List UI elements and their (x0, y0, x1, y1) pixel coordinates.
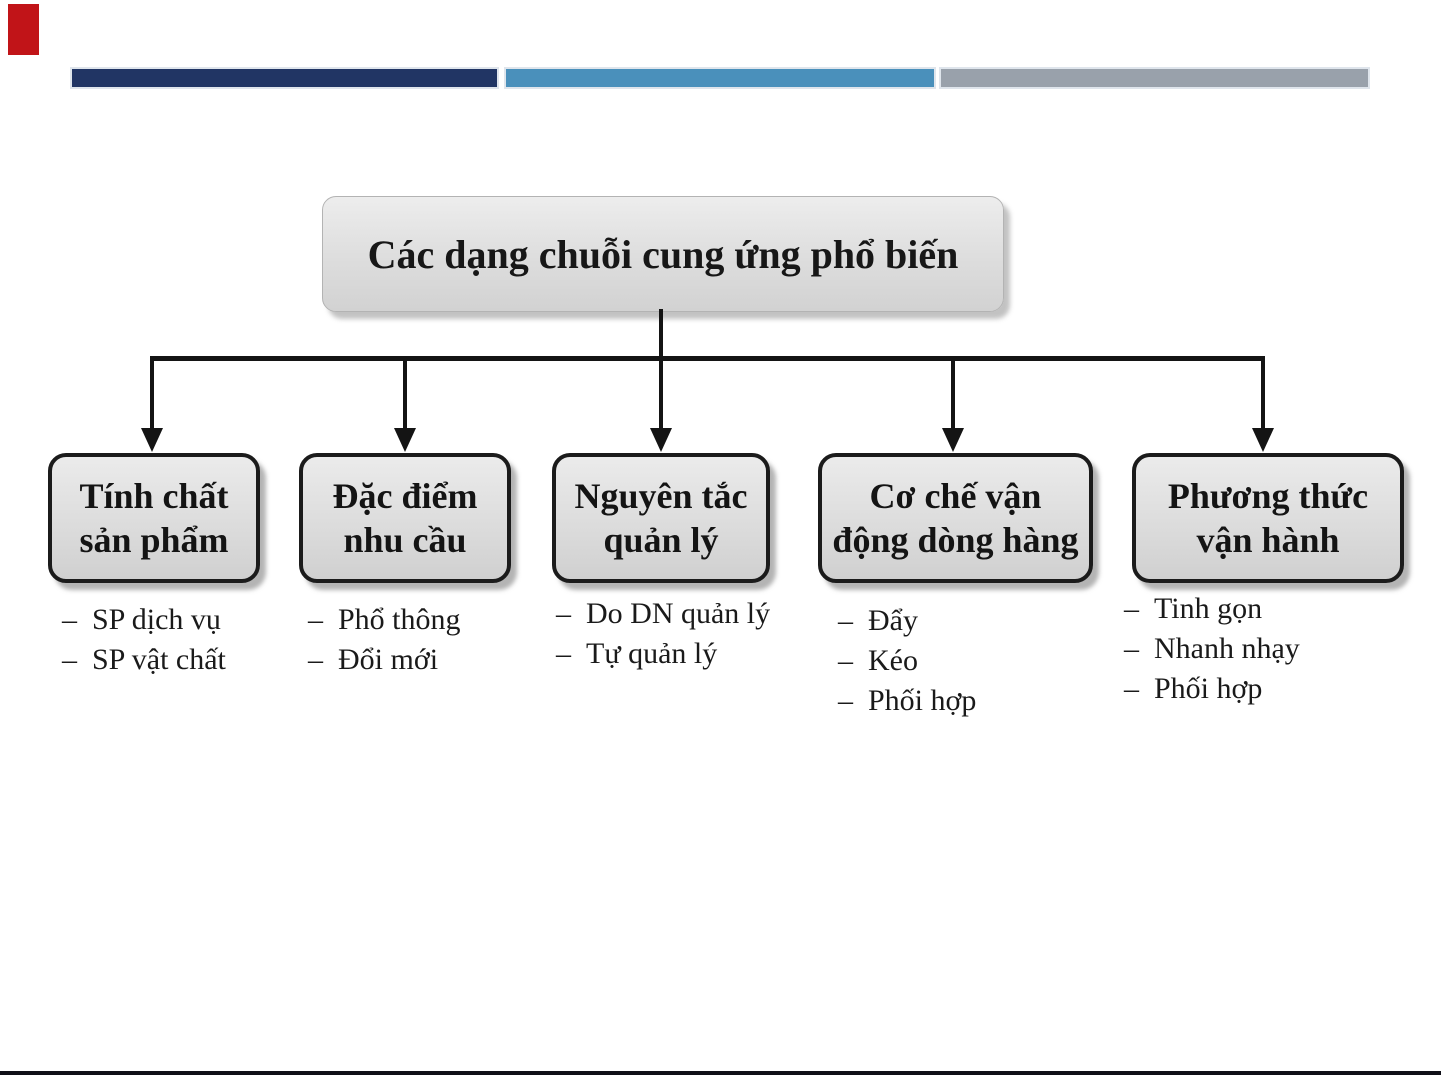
dash-bullet: – (838, 644, 853, 677)
list-item: – Tự quản lý (556, 634, 770, 674)
branch-node-co-che-van-dong-dong-hang: Cơ chế vận động dòng hàng (818, 453, 1093, 583)
dash-bullet: – (62, 643, 77, 676)
dash-bullet: – (1124, 672, 1139, 705)
branch-list-nguyen-tac-quan-ly: – Do DN quản lý – Tự quản lý (556, 594, 770, 674)
list-item-label: SP dịch vụ (92, 603, 221, 636)
connector-drop-1 (150, 359, 154, 431)
arrowhead-down-icon (942, 428, 964, 452)
diagram-root-label: Các dạng chuỗi cung ứng phổ biến (367, 231, 959, 277)
list-item-label: Nhanh nhạy (1154, 632, 1300, 665)
red-accent-block (8, 4, 39, 55)
list-item: – SP vật chất (62, 640, 226, 680)
arrowhead-down-icon (650, 428, 672, 452)
dash-bullet: – (838, 684, 853, 717)
branch-node-nguyen-tac-quan-ly: Nguyên tắc quản lý (552, 453, 770, 583)
list-item: – Do DN quản lý (556, 594, 770, 634)
list-item: – SP dịch vụ (62, 600, 226, 640)
branch-node-label: Phương thức vận hành (1167, 476, 1369, 560)
dash-bullet: – (308, 603, 323, 636)
dash-bullet: – (556, 597, 571, 630)
list-item: – Phối hợp (1124, 669, 1300, 709)
list-item-label: Đổi mới (338, 643, 439, 676)
connector-horizontal-line (150, 356, 1265, 361)
connector-drop-3 (659, 359, 663, 431)
diagram-root-node: Các dạng chuỗi cung ứng phổ biến (322, 196, 1004, 312)
list-item: – Kéo (838, 641, 976, 681)
list-item-label: SP vật chất (92, 643, 226, 676)
list-item-label: Phối hợp (868, 684, 977, 717)
list-item-label: Phối hợp (1154, 672, 1263, 705)
connector-drop-4 (951, 359, 955, 431)
branch-list-dac-diem-nhu-cau: – Phổ thông – Đổi mới (308, 600, 461, 680)
dash-bullet: – (556, 637, 571, 670)
list-item-label: Kéo (868, 644, 918, 677)
branch-node-phuong-thuc-van-hanh: Phương thức vận hành (1132, 453, 1404, 583)
branch-node-dac-diem-nhu-cau: Đặc điểm nhu cầu (299, 453, 511, 583)
list-item: – Tinh gọn (1124, 589, 1300, 629)
list-item: – Đổi mới (308, 640, 461, 680)
branch-list-co-che-van-dong-dong-hang: – Đẩy – Kéo – Phối hợp (838, 601, 976, 721)
list-item-label: Tinh gọn (1154, 592, 1263, 625)
dash-bullet: – (62, 603, 77, 636)
list-item-label: Phổ thông (338, 603, 461, 636)
list-item: – Phổ thông (308, 600, 461, 640)
dash-bullet: – (308, 643, 323, 676)
accent-bar-navy (72, 69, 497, 87)
branch-node-tinh-chat-san-pham: Tính chất sản phẩm (48, 453, 260, 583)
arrowhead-down-icon (141, 428, 163, 452)
arrowhead-down-icon (394, 428, 416, 452)
branch-list-phuong-thuc-van-hanh: – Tinh gọn – Nhanh nhạy – Phối hợp (1124, 589, 1300, 709)
branch-node-label: Cơ chế vận động dòng hàng (832, 476, 1079, 560)
list-item-label: Đẩy (868, 604, 918, 637)
accent-bar-blue (506, 69, 934, 87)
dash-bullet: – (838, 604, 853, 637)
dash-bullet: – (1124, 632, 1139, 665)
list-item-label: Do DN quản lý (586, 597, 771, 630)
branch-node-label: Đặc điểm nhu cầu (332, 476, 478, 560)
list-item: – Nhanh nhạy (1124, 629, 1300, 669)
connector-drop-2 (403, 359, 407, 431)
branch-node-label: Tính chất sản phẩm (79, 476, 229, 560)
accent-bar-gray (941, 69, 1368, 87)
arrowhead-down-icon (1252, 428, 1274, 452)
dash-bullet: – (1124, 592, 1139, 625)
connector-drop-5 (1261, 359, 1265, 431)
list-item-label: Tự quản lý (586, 637, 718, 670)
list-item: – Đẩy (838, 601, 976, 641)
connector-stem (659, 309, 663, 360)
list-item: – Phối hợp (838, 681, 976, 721)
slide-bottom-rule (0, 1071, 1441, 1075)
branch-node-label: Nguyên tắc quản lý (574, 476, 748, 560)
branch-list-tinh-chat-san-pham: – SP dịch vụ – SP vật chất (62, 600, 226, 680)
